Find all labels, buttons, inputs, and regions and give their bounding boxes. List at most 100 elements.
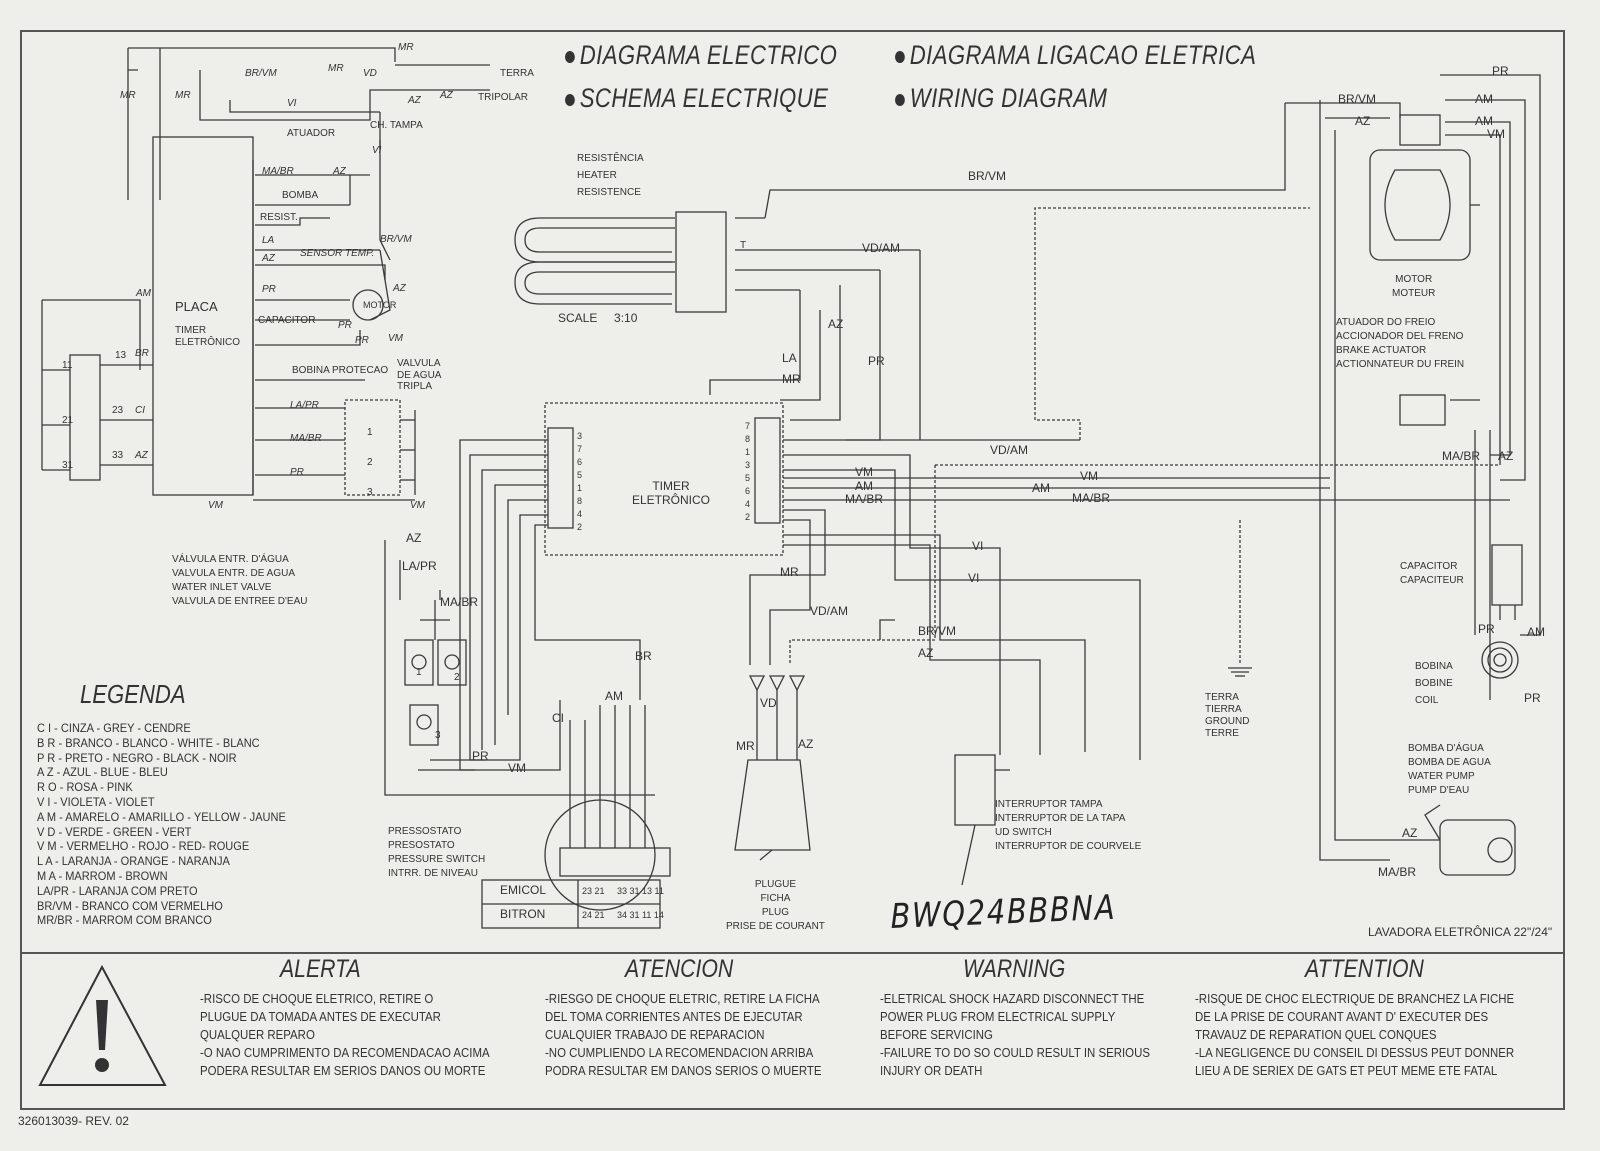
wire-pr: PR <box>868 354 885 368</box>
terminal-31: 31 <box>62 460 74 471</box>
motor-wire-az-3: AZ <box>1402 826 1418 840</box>
warning-text-pt: -RISCO DE CHOQUE ELETRICO, RETIRE O PLUG… <box>200 991 490 1078</box>
wire-label: VM <box>208 500 223 511</box>
wire-ma-br-3: MA/BR <box>440 595 479 609</box>
interruptor-label: INTERRUPTOR TAMPA INTERRUPTOR DE LA TAPA… <box>995 799 1142 852</box>
wire-pr-2: PR <box>472 749 489 763</box>
warning-text-en: -ELETRICAL SHOCK HAZARD DISCONNECT THE P… <box>880 991 1150 1078</box>
pin: 6 <box>745 486 751 496</box>
wire-label: AZ <box>262 253 275 264</box>
atuador-label: ATUADOR <box>287 128 336 139</box>
pin: 6 <box>577 457 583 467</box>
wire-ci: CI <box>552 711 564 725</box>
header-text-2: SCHEMA ELECTRIQUE <box>579 83 829 113</box>
header-diagrama-electrico: DIAGRAMA ELECTRICO <box>565 40 837 71</box>
wire-vi-1: VI <box>972 539 984 553</box>
wire-label: MA/BR <box>290 433 322 444</box>
wire-label: AZ <box>333 166 346 177</box>
legend-row: MR/BR - MARROM COM BRANCO <box>37 913 212 928</box>
warning-text-es: -RIESGO DE CHOQUE ELETRIC, RETIRE LA FIC… <box>545 991 822 1078</box>
pressostato-label: PRESSOSTATO PRESOSTATO PRESSURE SWITCH I… <box>388 826 486 879</box>
pin: 3 <box>745 460 751 470</box>
header-text-3: DIAGRAMA LIGACAO ELETRICA <box>909 40 1257 70</box>
wire-az-4: AZ <box>406 531 422 545</box>
wire-ma-br: MA/BR <box>845 492 884 506</box>
timer-label: TIMER ELETRÔNICO <box>632 479 711 507</box>
valve-pin-3: 3 <box>367 487 373 498</box>
motor-wire-pr: PR <box>1492 64 1509 78</box>
motor-wire-ma-br-2: MA/BR <box>1378 865 1417 879</box>
wire-vm: VM <box>855 465 873 479</box>
plug-label: PLUGUE FICHA PLUG PRISE DE COURANT <box>726 879 825 932</box>
timer-small-label: TIMER ELETRÔNICO <box>175 325 241 348</box>
terra-label: TERRA TIERRA GROUND TERRE <box>1205 692 1250 739</box>
wire-am: AM <box>855 479 873 493</box>
bomba-label: BOMBA D'ÁGUA BOMBA DE AGUA WATER PUMP PU… <box>1408 743 1491 796</box>
wire-label: VI <box>287 98 297 109</box>
bitron-label: BITRON <box>500 907 546 921</box>
warning-title-es: ATENCION <box>625 955 734 983</box>
bobina-label: BOBINA BOBINE COIL <box>1415 661 1453 706</box>
wire-az-3: AZ <box>798 737 814 751</box>
wire-vd: VD <box>760 696 777 710</box>
valve-num-1: 1 <box>416 667 422 678</box>
wire-la: LA <box>782 351 797 365</box>
scale-label: SCALE 3:10 <box>558 311 638 325</box>
wire-label: VD <box>363 68 377 79</box>
legend-row: L A - LARANJA - ORANGE - NARANJA <box>37 854 230 869</box>
wire-br-vm-2: BR/VM <box>918 624 957 638</box>
legend-title: LEGENDA <box>80 679 186 709</box>
legend-row: BR/VM - BRANCO COM VERMELHO <box>37 898 223 913</box>
legend-row: A Z - AZUL - BLUE - BLEU <box>37 765 168 780</box>
wire-az-2: AZ <box>918 646 934 660</box>
terminal-13: 13 <box>115 350 127 361</box>
wire-vm-3: VM <box>508 761 526 775</box>
wire-az: AZ <box>828 317 844 331</box>
motor-wire-pr-2: PR <box>1478 622 1495 636</box>
tripolar-label: TRIPOLAR <box>478 92 529 103</box>
pin: 1 <box>745 447 751 457</box>
wire-label: AZ <box>135 450 148 461</box>
wire-label: PR <box>290 467 304 478</box>
motor-wire-am-2: AM <box>1475 114 1493 128</box>
wire-label: AZ <box>440 90 453 101</box>
legend-list: C I - CINZA - GREY - CENDRE B R - BRANCO… <box>37 721 308 928</box>
wire-label: VI <box>372 145 382 156</box>
valve-pin-2: 2 <box>367 457 373 468</box>
wire-label: AZ <box>408 95 421 106</box>
pin: 1 <box>577 483 583 493</box>
wire-label: BR/VM <box>380 234 412 245</box>
wire-label: AZ <box>393 283 406 294</box>
wire-label: MA/BR <box>262 166 294 177</box>
terminal-21: 21 <box>62 415 74 426</box>
legend-row: R O - ROSA - PINK <box>37 780 133 795</box>
atuador-label: ATUADOR DO FREIO ACCIONADOR DEL FRENO BR… <box>1336 317 1465 370</box>
motor-small-label: MOTOR <box>363 300 397 310</box>
wire-vd-am: VD/AM <box>862 241 901 255</box>
pin: 8 <box>745 434 751 444</box>
wire-mr-3: MR <box>736 739 755 753</box>
wire-vm-2: VM <box>1080 469 1098 483</box>
emicol-pins: 23 21 33 31 13 11 <box>582 886 664 896</box>
header-diagrama-ligacao: DIAGRAMA LIGACAO ELETRICA <box>895 40 1256 71</box>
heater-label: RESISTÊNCIA HEATER RESISTENCE <box>577 153 644 198</box>
capacitor-label: CAPACITOR CAPACITEUR <box>1400 561 1464 586</box>
timer-left-pins: 3 7 6 5 1 8 4 2 <box>577 430 585 534</box>
valvula-tripla-label: VALVULA DE AGUA TRIPLA <box>397 358 442 392</box>
legend-row: P R - PRETO - NEGRO - BLACK - NOIR <box>37 750 237 765</box>
legend-row: V D - VERDE - GREEN - VERT <box>37 824 192 839</box>
motor-wire-vm: VM <box>1487 127 1505 141</box>
pin: 4 <box>745 499 751 509</box>
wire-label: MR <box>120 90 136 101</box>
wire-am-2: AM <box>1032 481 1050 495</box>
valve-num-3: 3 <box>435 730 441 741</box>
header-text-4: WIRING DIAGRAM <box>909 83 1108 113</box>
wire-label: PR <box>355 335 369 346</box>
terminal-11: 11 <box>62 360 73 371</box>
heater-t-label: T <box>740 240 747 251</box>
motor-label: MOTOR MOTEUR <box>1392 274 1436 299</box>
wire-label: LA <box>262 235 275 246</box>
wire-label: AM <box>136 288 151 299</box>
sensor-label: SENSOR TEMP. <box>300 248 375 259</box>
